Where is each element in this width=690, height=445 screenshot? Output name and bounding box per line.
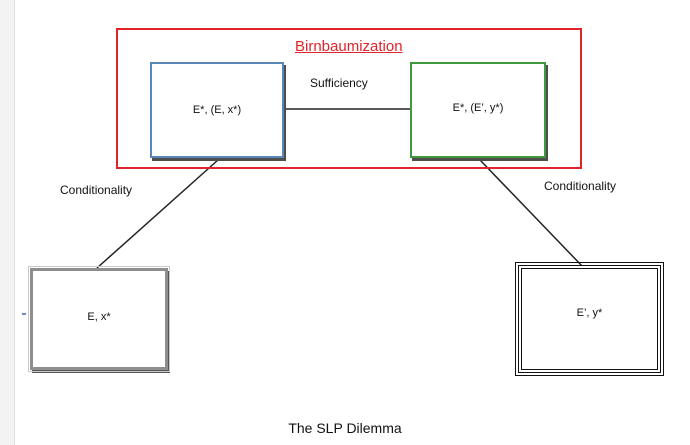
node-bottom-left-label: E, x* xyxy=(87,311,111,323)
node-bottom-right-label: E’, y* xyxy=(576,307,603,319)
node-top-right: E*, (E’, y*) xyxy=(410,62,546,158)
node-top-right-label: E*, (E’, y*) xyxy=(452,102,504,114)
document-margin xyxy=(0,0,15,445)
conditionality-label-left: Conditionality xyxy=(60,183,133,197)
node-bottom-right: E’, y* xyxy=(515,262,664,376)
conditionality-connector-left xyxy=(96,159,219,269)
node-top-left-label: E*, (E, x*) xyxy=(192,104,242,116)
conditionality-connector-right xyxy=(479,159,584,268)
sufficiency-label: Sufficiency xyxy=(310,76,368,90)
margin-marker xyxy=(22,313,26,315)
conditionality-label-right: Conditionality xyxy=(544,179,617,193)
node-bottom-left: E, x* xyxy=(28,266,170,372)
node-top-left: E*, (E, x*) xyxy=(150,62,284,158)
birnbaumization-title: Birnbaumization xyxy=(295,38,403,55)
birnbaumization-frame xyxy=(116,28,582,169)
diagram-caption: The SLP Dilemma xyxy=(288,420,402,436)
